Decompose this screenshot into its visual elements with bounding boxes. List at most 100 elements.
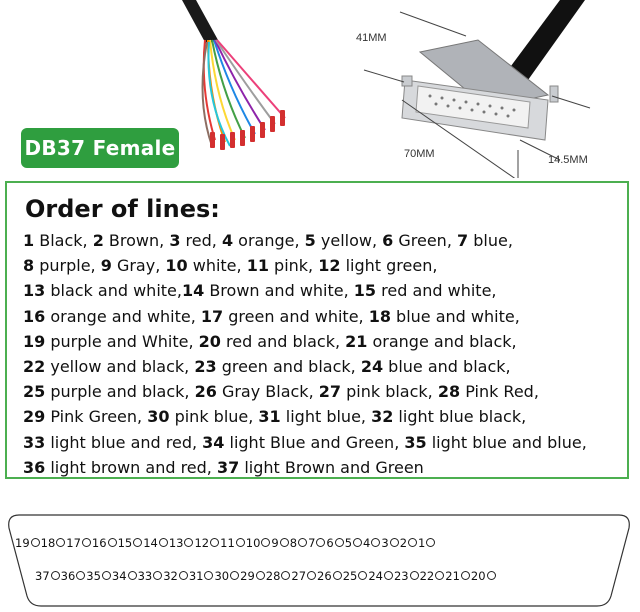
pin-hole-icon [210, 538, 220, 547]
pin-number: 12 [194, 536, 210, 550]
pin-number: 15 [353, 281, 377, 301]
wire-color-label: pink black, [341, 382, 438, 402]
pin-hole-icon [204, 571, 214, 580]
pin-number: 24 [360, 357, 384, 377]
wire-color-label: orange, [233, 231, 305, 250]
pin-hole-icon [235, 538, 245, 547]
pin-hole-icon [158, 538, 168, 547]
dimension-lines [363, 11, 591, 183]
pin-number: 30 [147, 407, 170, 427]
connector-illustration [182, 0, 591, 183]
pin-number: 6 [382, 231, 394, 250]
pin-number: 12 [318, 256, 341, 276]
pin-label: 30 [214, 569, 240, 583]
pin-number: 2 [399, 536, 408, 550]
pin-number: 34 [202, 432, 225, 452]
wire-color-label: light Brown and Green [239, 457, 424, 477]
wire-color-label: green and white, [223, 306, 369, 326]
pin-number: 4 [221, 231, 234, 250]
pin-number: 22 [23, 357, 46, 377]
pin-number: 37 [216, 457, 240, 477]
wire-color-row: 16 orange and white, 17 green and white,… [23, 304, 587, 329]
wire-color-row: 33 light blue and red, 34 light Blue and… [23, 430, 587, 455]
wire-color-list: 1 Black, 2 Brown, 3 red, 4 orange, 5 yel… [23, 228, 587, 480]
wire-color-label: Green, [393, 231, 457, 250]
pin-label: 32 [163, 569, 189, 583]
pin-number: 33 [137, 569, 153, 583]
pin-label: 16 [92, 536, 118, 550]
pin-label: 20 [471, 569, 497, 583]
pin-number: 13 [168, 536, 184, 550]
crimp-terminals [210, 110, 285, 150]
pin-label: 2 [400, 536, 418, 550]
wire-color-label: Brown and white, [204, 281, 354, 301]
pin-number: 23 [194, 357, 217, 377]
pin-label: 12 [194, 536, 220, 550]
pin-label: 1 [418, 536, 436, 550]
pin-number: 5 [344, 536, 353, 550]
pin-number: 27 [291, 569, 307, 583]
wire-color-label: light green, [340, 256, 438, 276]
pin-label: 33 [138, 569, 164, 583]
pin-number: 7 [457, 231, 469, 250]
pin-hole-icon [153, 571, 163, 580]
pin-number: 37 [35, 569, 50, 583]
cable-right [508, 0, 585, 80]
wire-color-label: orange and white, [45, 306, 201, 326]
pin-number: 10 [165, 256, 188, 276]
pin-number: 15 [117, 536, 133, 550]
wire-color-label: black and white, [45, 281, 182, 301]
pin-number: 8 [289, 536, 298, 550]
pin-number: 6 [326, 536, 334, 550]
pin-label: 15 [118, 536, 144, 550]
connector-type-badge: DB37 Female [21, 128, 179, 168]
pin-number: 26 [194, 382, 217, 402]
pin-hole-icon [133, 538, 143, 547]
pin-number: 5 [304, 231, 316, 250]
pin-number: 23 [393, 569, 409, 583]
wire-color-label: white, [187, 256, 247, 276]
pin-hole-icon [281, 571, 291, 580]
wire-color-label: Black, [34, 231, 93, 250]
pin-label: 24 [368, 569, 394, 583]
pin-hole-icon [435, 571, 445, 580]
pin-number: 10 [245, 536, 261, 550]
pin-label: 13 [169, 536, 195, 550]
wire-color-label: yellow, [315, 231, 383, 250]
pin-number: 19 [15, 536, 30, 550]
pin-number: 11 [220, 536, 235, 550]
pin-label: 5 [345, 536, 363, 550]
pin-number: 32 [163, 569, 178, 583]
wire-color-label: light brown and red, [45, 457, 217, 477]
pin-number: 28 [437, 382, 461, 402]
pin-label: 19 [15, 536, 41, 550]
wire-color-label: light blue black, [393, 407, 527, 427]
pin-number: 1 [418, 536, 426, 550]
pin-hole-icon [255, 571, 265, 580]
pin-label: 10 [246, 536, 272, 550]
wire-color-label: red and white, [376, 281, 497, 301]
pin-label: 31 [189, 569, 215, 583]
pin-number: 19 [23, 331, 46, 351]
wire-color-label: purple, [34, 256, 101, 276]
cable-jacket [182, 0, 218, 44]
wire-color-label: light blue, [280, 407, 372, 427]
pin-label: 7 [308, 536, 326, 550]
pin-number: 24 [368, 569, 383, 583]
pin-hole-icon [353, 538, 363, 547]
wire-color-label: blue and white, [390, 306, 520, 326]
pin-number: 7 [308, 536, 316, 550]
wire-color-label: Gray Black, [216, 382, 319, 402]
pin-hole-icon [409, 571, 419, 580]
pinout-outline [8, 514, 630, 607]
pin-number: 11 [246, 256, 269, 276]
pin-hole-icon [486, 571, 496, 580]
pin-number: 20 [470, 569, 486, 583]
wire-color-label: purple and black, [45, 382, 195, 402]
pin-hole-icon [332, 571, 342, 580]
pin-number: 3 [169, 231, 181, 250]
pin-number: 34 [111, 569, 127, 583]
wire-color-label: yellow and black, [45, 357, 195, 377]
